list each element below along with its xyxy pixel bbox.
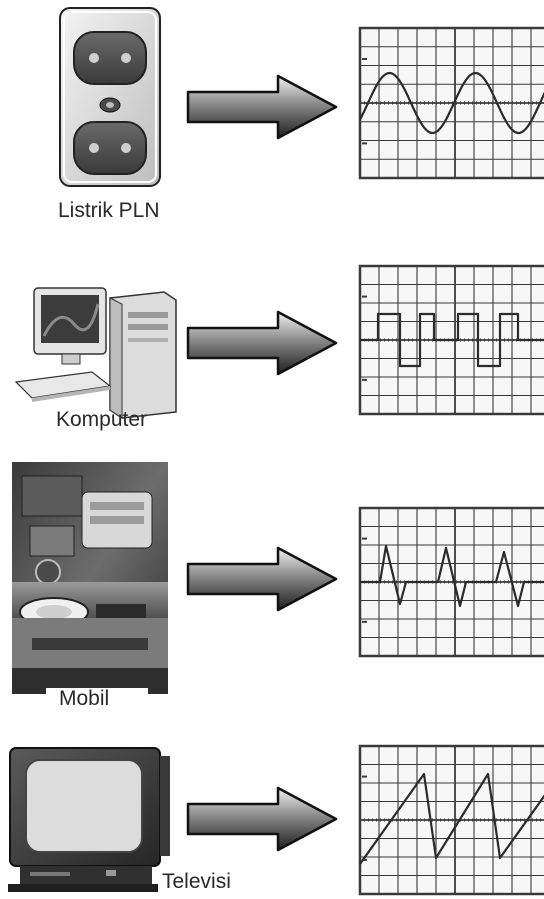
oscilloscope-screen-square xyxy=(356,262,544,418)
scope-marker xyxy=(362,58,367,60)
row-listrik-pln: Listrik PLN xyxy=(0,0,544,230)
row-komputer: Komputer xyxy=(0,230,544,450)
device-label: Mobil xyxy=(59,687,110,710)
waveform-trace xyxy=(360,544,544,608)
waveform-trace xyxy=(359,772,544,865)
device-label: Televisi xyxy=(162,870,231,893)
scope-marker xyxy=(362,537,367,540)
oscilloscope-screen-sine xyxy=(356,24,544,182)
arrow-icon xyxy=(186,546,340,612)
arrow-icon xyxy=(186,74,340,140)
scope-marker xyxy=(362,775,367,778)
desktop-computer-icon xyxy=(14,286,182,422)
row-mobil: Mobil xyxy=(0,450,544,710)
scope-marker xyxy=(362,142,367,145)
car-engine-photo xyxy=(12,462,168,694)
arrow-icon xyxy=(186,310,340,376)
row-televisi: Televisi xyxy=(0,710,544,899)
scope-marker xyxy=(362,295,367,298)
waveform-trace xyxy=(359,71,544,135)
scope-marker xyxy=(362,620,367,623)
device-label: Komputer xyxy=(56,408,148,431)
scope-marker xyxy=(362,858,367,861)
waveform-trace xyxy=(360,312,544,368)
scope-marker xyxy=(362,378,367,381)
arrow-icon xyxy=(186,786,340,852)
power-outlet-icon xyxy=(56,6,164,190)
oscilloscope-screen-spike xyxy=(356,504,544,660)
television-icon xyxy=(6,746,172,898)
oscilloscope-screen-sawtooth xyxy=(356,742,544,898)
device-label: Listrik PLN xyxy=(58,199,160,222)
